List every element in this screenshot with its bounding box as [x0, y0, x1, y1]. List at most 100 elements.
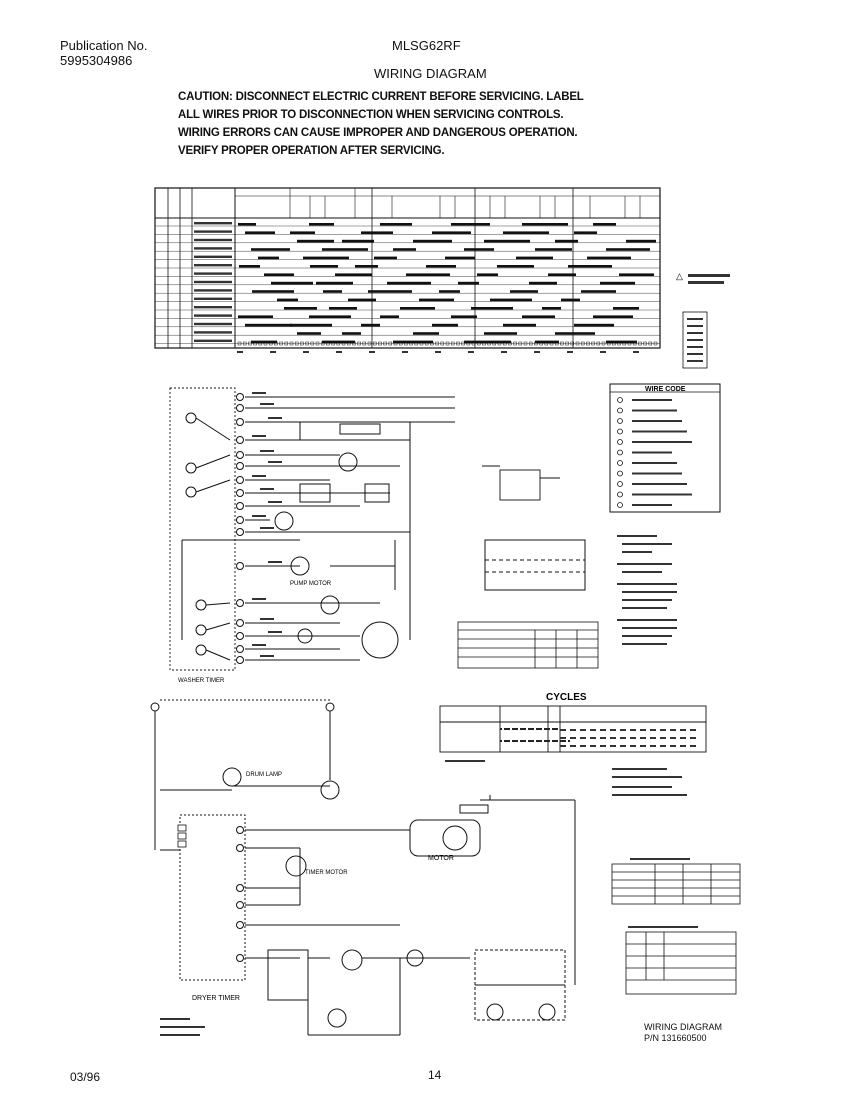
chart-sequence-bar [329, 307, 357, 310]
timescale-tick [378, 341, 382, 346]
chart-row-label [194, 230, 232, 233]
timescale-label-mark [303, 351, 309, 353]
timescale-tick [612, 341, 616, 346]
timescale-tick [632, 341, 637, 346]
wire-specifications-table [625, 931, 737, 995]
chart-sequence-bar [400, 307, 435, 310]
chart-sequence-bar [600, 281, 635, 285]
chart-sequence-bar [426, 265, 456, 268]
timescale-label-mark [369, 351, 375, 353]
terminal [236, 404, 244, 412]
terminal [236, 489, 244, 497]
chart-sequence-bar [458, 281, 479, 285]
timescale-tick [414, 341, 419, 346]
terminal [236, 954, 244, 962]
legend-symbol [617, 397, 623, 403]
chart-sequence-bar [251, 248, 290, 251]
chart-key-lines [687, 318, 703, 362]
chart-sequence-bar [561, 298, 580, 302]
timescale-label-mark [567, 351, 573, 353]
timescale-tick [518, 341, 523, 346]
fine-print-line [445, 760, 485, 762]
chart-sequence-bar [239, 265, 260, 268]
chart-sequence-bar [555, 239, 578, 243]
chart-sequence-bar [555, 332, 595, 335]
chart-sequence-bar [548, 273, 576, 276]
note-line [622, 551, 652, 553]
timescale-tick [300, 341, 304, 346]
publication-label: Publication No. [60, 38, 148, 53]
wire-label [252, 644, 266, 646]
timescale-tick [367, 341, 372, 346]
caution-block: CAUTION: DISCONNECT ELECTRIC CURRENT BEF… [178, 88, 584, 160]
timescale-tick [248, 341, 252, 346]
wire-label [260, 655, 274, 657]
chart-sequence-bar [380, 223, 412, 226]
washer-timer-label: WASHER TIMER [178, 678, 225, 684]
timescale-tick [331, 341, 335, 346]
chart-sequence-bar [387, 281, 431, 285]
terminal [236, 619, 244, 627]
chart-row-label [194, 322, 232, 326]
chart-sequence-bar [258, 256, 279, 260]
timescale-tick [580, 341, 585, 346]
notes-block [617, 535, 677, 645]
chart-row-label [194, 314, 232, 317]
footer-date: 03/96 [70, 1070, 101, 1084]
terminal [236, 844, 244, 852]
timescale-tick [320, 341, 325, 346]
wire-label [260, 618, 274, 620]
wire-label [260, 527, 274, 529]
chart-sequence-bar [529, 281, 557, 285]
note-line [617, 563, 672, 565]
fine-print-line [628, 926, 698, 928]
timescale-label-mark [336, 351, 342, 353]
legend-text [632, 409, 677, 412]
key-line [687, 325, 703, 327]
timescale-tick [570, 341, 575, 346]
timescale-tick [497, 341, 502, 346]
wire-label [260, 488, 274, 490]
timescale-tick [274, 341, 278, 346]
chart-sequence-bar [368, 290, 412, 293]
dryer-timer-label: DRYER TIMER [192, 995, 240, 1002]
wire-code-title: WIRE CODE [645, 386, 686, 393]
chart-sequence-bar [297, 239, 334, 243]
chart-row-label [194, 222, 232, 225]
chart-sequence-bar [490, 298, 532, 302]
chart-sequence-bar [413, 332, 439, 335]
terminal [236, 418, 244, 426]
timescale-tick [523, 341, 528, 346]
chart-sequence-bar [484, 239, 530, 243]
wire-label [268, 631, 282, 633]
timescale-tick [560, 341, 564, 346]
fine-print [160, 760, 698, 1036]
wire-label [268, 417, 282, 419]
timescale-tick [388, 341, 393, 346]
wire-label [268, 561, 282, 563]
timescale-tick [554, 341, 559, 346]
chart-sequence-bar [310, 265, 338, 268]
connector-pin [177, 832, 187, 840]
chart-row-label [194, 238, 232, 242]
timescale-tick [534, 341, 538, 346]
timescale-tick [242, 341, 247, 346]
chart-sequence-bar [322, 248, 368, 251]
fine-print-line [160, 1018, 190, 1020]
timescale-tick [601, 341, 606, 346]
chart-sequence-bar [477, 273, 498, 276]
timescale-tick [456, 341, 460, 346]
timescale-tick [445, 341, 450, 346]
chart-sequence-bar [535, 248, 572, 251]
timescale-tick [471, 341, 476, 346]
chart-sequence-bar [568, 265, 612, 268]
timescale-tick [653, 341, 658, 346]
timescale-tick [336, 341, 341, 346]
timescale-tick [487, 341, 491, 346]
cycles-table [439, 705, 707, 753]
chart-sequence-bar [374, 256, 397, 260]
timescale-tick [508, 341, 512, 346]
timescale-tick [268, 341, 273, 346]
chart-sequence-bar [238, 315, 273, 318]
